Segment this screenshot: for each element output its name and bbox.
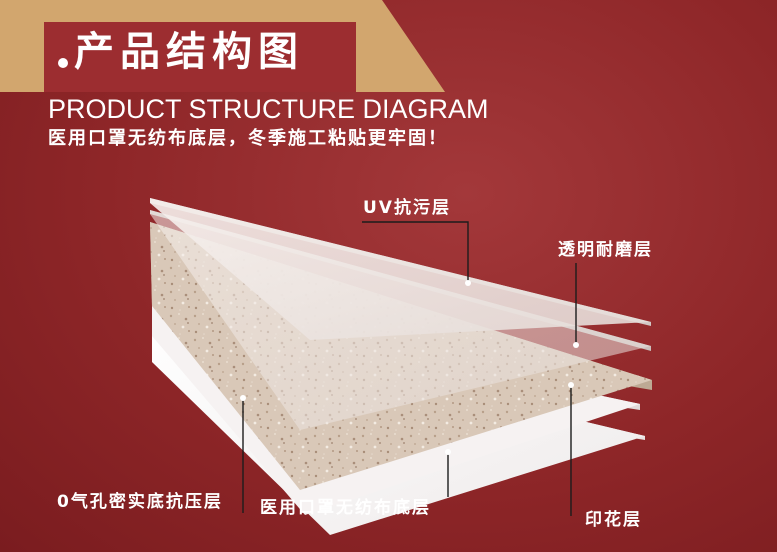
label-wear-layer: 透明耐磨层 xyxy=(558,240,653,260)
label-print-layer: 印花层 xyxy=(585,510,642,530)
subtitle-chinese: 医用口罩无纺布底层，冬季施工粘贴更牢固！ xyxy=(48,128,448,149)
uv-top-sheet xyxy=(150,198,651,340)
leader-lines xyxy=(242,221,577,516)
label-fabric-layer: 医用口罩无纺布底层 xyxy=(260,498,431,518)
label-base-layer: 0气孔密实底抗压层 xyxy=(57,492,223,512)
page-title: 产品结构图 xyxy=(74,29,304,75)
marker-dots xyxy=(240,280,579,455)
label-uv-layer: UV抗污层 xyxy=(363,198,451,218)
title-background xyxy=(44,22,356,92)
bullet-dot-icon xyxy=(58,58,68,68)
subtitle-english: PRODUCT STRUCTURE DIAGRAM xyxy=(48,94,489,124)
